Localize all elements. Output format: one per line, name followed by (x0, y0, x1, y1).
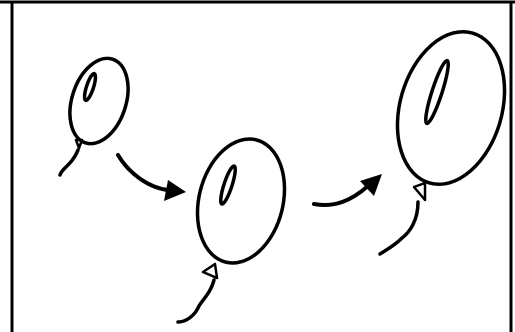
small-balloon-highlight (82, 73, 97, 102)
medium-balloon-knot (203, 264, 217, 278)
medium-balloon-string (178, 280, 214, 322)
large-balloon-body (380, 19, 515, 197)
large-balloon-highlight (422, 59, 452, 125)
large-balloon-knot (414, 183, 425, 200)
medium-balloon (178, 130, 297, 322)
large-balloon-string (380, 202, 418, 254)
small-balloon-knot (76, 140, 82, 148)
medium-balloon-highlight (218, 165, 238, 206)
arrow-small-to-medium (118, 155, 186, 201)
small-balloon (60, 51, 139, 175)
medium-balloon-body (185, 130, 297, 273)
large-balloon (380, 19, 515, 254)
small-balloon-string (60, 150, 78, 175)
arrow-medium-to-large (314, 174, 382, 205)
small-balloon-body (60, 51, 139, 151)
